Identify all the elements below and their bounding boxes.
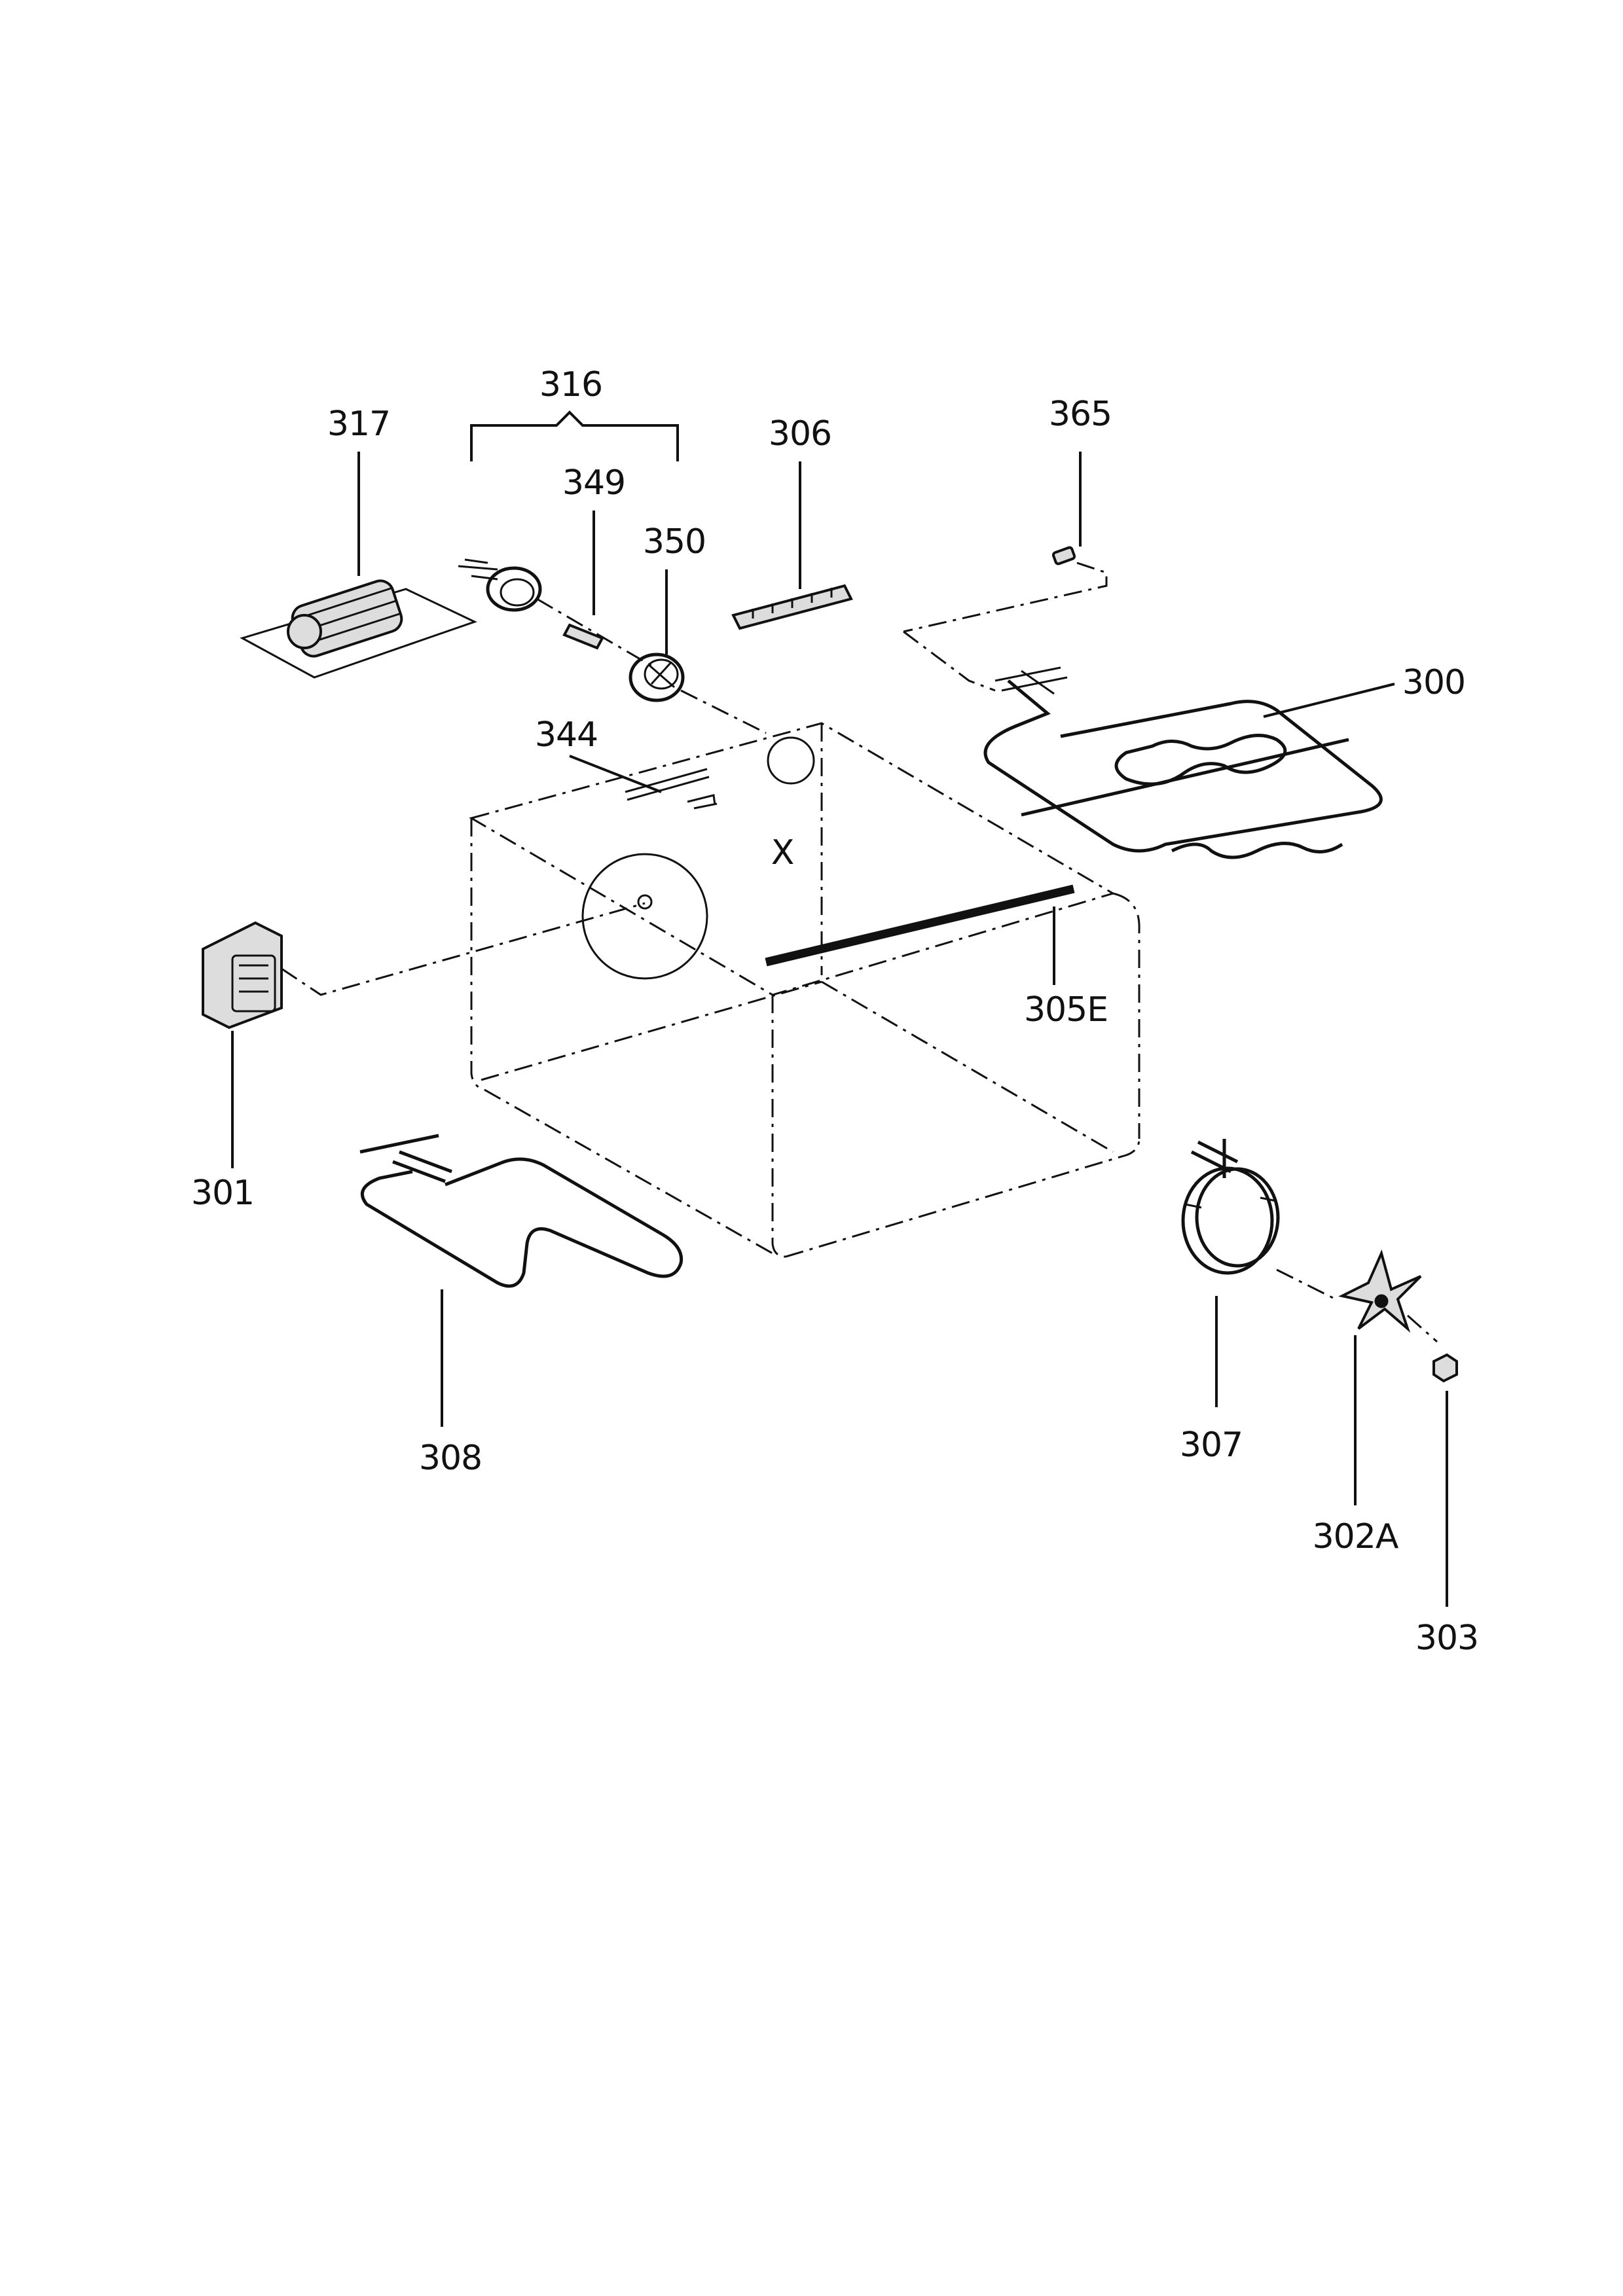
label-365: 365 bbox=[1049, 395, 1112, 434]
label-305e: 305E bbox=[1024, 990, 1108, 1030]
part-302a-fan-blade bbox=[1338, 1249, 1438, 1505]
label-350: 350 bbox=[643, 522, 706, 562]
label-300: 300 bbox=[1402, 663, 1465, 702]
part-308-bottom-element bbox=[359, 1134, 684, 1427]
part-349-bulb bbox=[562, 511, 604, 650]
label-302a: 302A bbox=[1313, 1517, 1399, 1556]
part-300-grill-element bbox=[903, 630, 1395, 859]
part-305e-seal bbox=[765, 884, 1075, 967]
part-306-terminal-block bbox=[731, 461, 853, 630]
label-344: 344 bbox=[535, 715, 598, 755]
part-365-screw bbox=[903, 452, 1108, 633]
label-316: 316 bbox=[539, 365, 602, 404]
part-317-fan-board bbox=[240, 452, 477, 679]
oven-cavity bbox=[469, 722, 1140, 1258]
label-x: X bbox=[771, 833, 794, 872]
part-344-bracket bbox=[569, 755, 718, 810]
label-307: 307 bbox=[1180, 1426, 1243, 1465]
part-307-ring-element bbox=[1181, 1139, 1336, 1407]
part-301-fan-motor bbox=[202, 902, 646, 1168]
lamp-opening bbox=[767, 736, 815, 785]
label-301: 301 bbox=[191, 1174, 254, 1213]
part-316-lamp-assembly bbox=[458, 410, 767, 734]
part-303-nut bbox=[1432, 1353, 1458, 1607]
label-308: 308 bbox=[419, 1439, 482, 1478]
label-349: 349 bbox=[562, 463, 625, 503]
fan-shaft-hole bbox=[637, 894, 653, 910]
lamp-holder bbox=[458, 558, 542, 612]
rear-fan-opening bbox=[581, 853, 708, 980]
part-350-lamp-cover bbox=[629, 569, 685, 702]
label-306: 306 bbox=[769, 414, 831, 454]
label-317: 317 bbox=[327, 404, 390, 444]
label-303: 303 bbox=[1415, 1619, 1478, 1658]
